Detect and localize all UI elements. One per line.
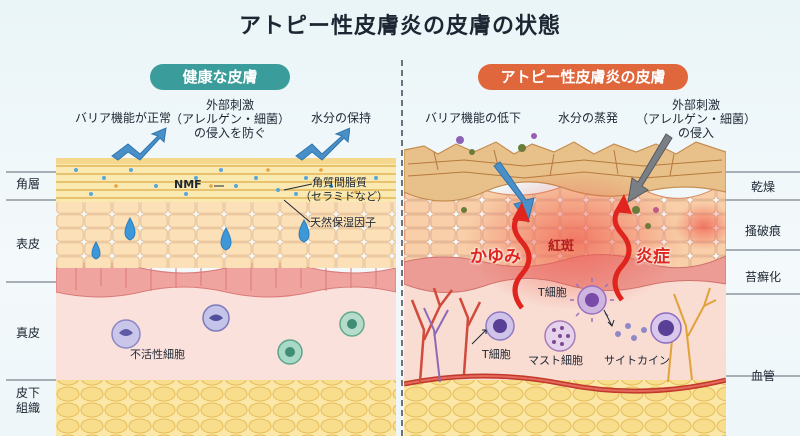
right-irritant-line1: 外部刺激 [671, 98, 720, 112]
healthy-arrows [111, 127, 350, 161]
t-cell-lower-label: T細胞 [482, 348, 511, 361]
natural-moisturizing-label: 天然保湿因子 [310, 216, 376, 229]
subcutis-label-line2: 組織 [15, 401, 40, 415]
panel-divider [401, 60, 403, 436]
itch-label: かゆみ [470, 247, 521, 267]
cytokine-label: サイトカイン [604, 354, 670, 367]
inflammation-label: 炎症 [636, 247, 670, 267]
irritant-line3: の侵入を防ぐ [193, 126, 266, 140]
erythema-label: 紅斑 [548, 239, 575, 254]
atopic-skin-illustration [404, 133, 726, 436]
lichenification-label: 苔癬化 [744, 270, 781, 284]
inactive-cells-label: 不活性細胞 [130, 348, 185, 361]
cytokine-dots [615, 323, 647, 341]
page-title: アトピー性皮膚炎の皮膚の状態 [238, 14, 561, 39]
moisture-label: 水分の保持 [310, 111, 371, 125]
blood-vessel-label: 血管 [750, 369, 775, 383]
left-leader-lines [214, 183, 313, 223]
nmf-dots [74, 168, 378, 196]
itch-wave-left-icon [512, 212, 532, 310]
irritant-line1: 外部刺激 [205, 98, 254, 112]
barrier-down-label: バリア機能の低下 [424, 111, 521, 125]
barrier-up-arrow-icon [111, 127, 167, 161]
irritant-line2: （アレルゲン・細菌） [169, 112, 290, 126]
barrier-normal-label: バリア機能が正常 [74, 111, 171, 125]
allergen-particles [456, 133, 659, 229]
epidermis-label: 表皮 [15, 237, 40, 251]
layer-brackets-left [6, 171, 56, 381]
right-irritant-line2: （アレルゲン・細菌） [636, 112, 757, 126]
stratum-corneum-label: 角層 [15, 177, 40, 191]
evaporation-label: 水分の蒸発 [557, 111, 618, 125]
activated-cell-right [650, 312, 682, 344]
dryness-label: 乾燥 [750, 180, 775, 194]
right-irritant-line3: の侵入 [677, 126, 714, 140]
healthy-skin-heading: 健康な皮膚 [150, 64, 290, 90]
t-cell-lower [485, 311, 515, 341]
layer-brackets-right [726, 171, 800, 377]
inactive-cells [111, 304, 365, 365]
itch-wave-right-icon [612, 204, 632, 302]
atopic-skin-heading: アトピー性皮膚炎の皮膚 [478, 64, 688, 90]
irritant-down-arrow-icon [627, 133, 673, 203]
healthy-skin-illustration [56, 158, 396, 436]
moisture-up-arrow-icon [295, 127, 350, 161]
lipid-line1: 角質間脂質 [312, 176, 367, 189]
water-drop-icons [91, 216, 310, 260]
t-cell-upper-label: T細胞 [538, 286, 567, 299]
nmf-label: NMF [174, 178, 202, 191]
dermis-label: 真皮 [15, 326, 40, 340]
lipid-line2: （セラミドなど） [300, 190, 388, 203]
scratch-marks-label: 搔破痕 [744, 224, 781, 238]
mast-cell-label: マスト細胞 [528, 354, 583, 367]
subcutis-label-line1: 皮下 [15, 386, 40, 400]
mast-cell [544, 320, 576, 352]
